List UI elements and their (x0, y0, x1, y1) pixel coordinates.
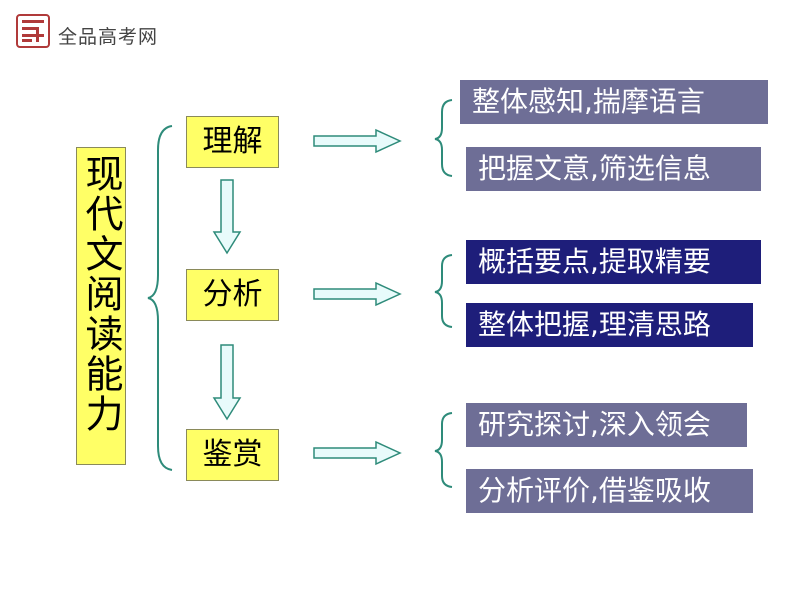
seal-logo-icon (16, 14, 50, 48)
main-topic-box: 现代文阅读能力 (76, 147, 126, 465)
step-box-appreciate: 鉴赏 (186, 429, 279, 481)
result-tag: 概括要点,提取精要 (466, 240, 761, 284)
group-brace-1 (434, 99, 453, 177)
result-tag: 研究探讨,深入领会 (466, 403, 747, 447)
arrow-down-1 (212, 179, 242, 255)
result-tag: 整体把握,理清思路 (466, 303, 753, 347)
group-brace-3 (434, 412, 453, 488)
arrow-right-1 (313, 128, 402, 154)
main-brace (147, 125, 173, 471)
group-brace-2 (434, 254, 453, 328)
result-tag: 分析评价,借鉴吸收 (466, 469, 753, 513)
arrow-right-2 (313, 281, 402, 307)
step-box-analyze: 分析 (186, 269, 279, 321)
arrow-down-2 (212, 344, 242, 421)
arrow-right-3 (313, 440, 402, 466)
main-topic-label: 现代文阅读能力 (79, 154, 123, 434)
result-tag: 把握文意,筛选信息 (466, 147, 761, 191)
result-tag: 整体感知,揣摩语言 (460, 80, 768, 124)
brand-name: 全品高考网 (58, 26, 159, 48)
step-box-understand: 理解 (186, 116, 279, 168)
